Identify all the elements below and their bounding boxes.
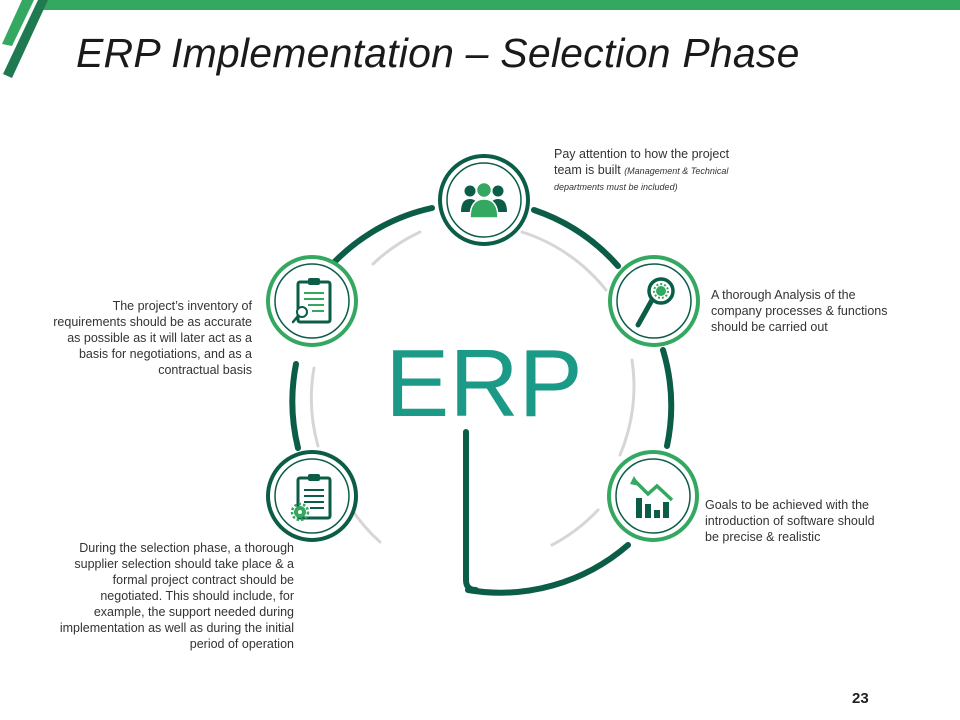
node-analysis: [608, 255, 700, 347]
magnifier-gear-icon: [635, 277, 675, 328]
erp-connector: [463, 429, 479, 593]
page-title: ERP Implementation – Selection Phase: [76, 30, 800, 76]
team-icon: [461, 181, 507, 219]
clipboard-search-icon: [291, 278, 332, 324]
corner-stripes: [2, 0, 48, 78]
page-number: 23: [852, 690, 869, 707]
step-team-text: Pay attention to how the project team is…: [554, 147, 730, 177]
step-text-goals: Goals to be achieved with the introducti…: [705, 498, 875, 544]
step-text-analysis: A thorough Analysis of the company proce…: [711, 288, 888, 334]
step-text-requirements: The project’s inventory of requirements …: [53, 299, 252, 377]
step-team-note: (Management & Technical departments must…: [554, 166, 729, 192]
node-requirements: [266, 255, 358, 347]
top-accent-bar: [40, 0, 960, 10]
clipboard-gear-icon: [290, 474, 332, 522]
erp-center-label: ERP: [385, 330, 582, 437]
node-supplier: [266, 450, 358, 542]
inner-arcs: [309, 230, 636, 547]
node-goals: [607, 450, 699, 542]
step-text-team: Pay attention to how the project team is…: [554, 146, 744, 194]
node-team: [438, 154, 530, 246]
chart-arrow-icon: [630, 476, 674, 518]
step-text-supplier: During the selection phase, a thorough s…: [59, 541, 294, 651]
